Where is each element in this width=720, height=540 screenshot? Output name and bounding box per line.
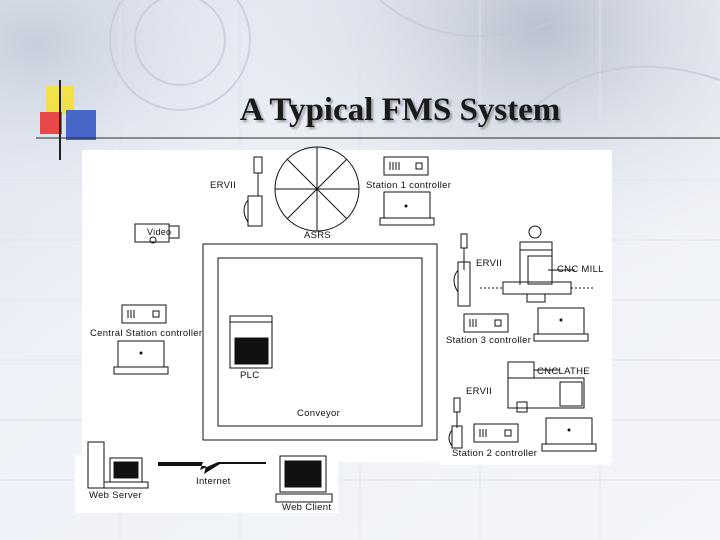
- label-internet: Internet: [196, 476, 231, 487]
- label-station2-controller: Station 2 controller: [452, 448, 538, 459]
- ervii-top-robot: [243, 156, 263, 227]
- label-ervii-top: ERVII: [210, 180, 237, 191]
- label-cnc-mill: CNC MILL: [557, 264, 604, 275]
- label-video: Video: [147, 227, 172, 237]
- label-web-client: Web Client: [282, 502, 332, 513]
- label-ervii-bottom: ERVII: [466, 386, 493, 397]
- asrs-carousel: [274, 146, 360, 232]
- plc-unit: [229, 315, 273, 369]
- ervii-right-robot: [453, 233, 471, 307]
- cnc-lathe: [507, 361, 585, 413]
- label-central-station-controller: Central Station controller: [90, 328, 203, 339]
- web-server: [87, 441, 149, 489]
- station3-controller: [463, 307, 589, 342]
- label-ervii-right: ERVII: [476, 258, 503, 269]
- station1-controller: [379, 156, 435, 226]
- label-web-server: Web Server: [89, 490, 142, 501]
- label-asrs: ASRS: [304, 230, 332, 241]
- cnc-mill: [480, 225, 595, 303]
- page-title: A Typical FMS System: [239, 92, 561, 128]
- label-conveyor: Conveyor: [297, 408, 341, 419]
- label-plc: PLC: [240, 370, 260, 381]
- conveyor-loop: [202, 243, 438, 441]
- label-station1-controller: Station 1 controller: [366, 180, 452, 191]
- internet-link-icon: [158, 462, 266, 474]
- decorative-squares: [36, 80, 720, 160]
- label-cnc-lathe: CNCLATHE: [537, 366, 590, 377]
- video-camera-icon: [134, 223, 180, 244]
- central-station-controller: [113, 304, 169, 375]
- label-station3-controller: Station 3 controller: [446, 335, 532, 346]
- station2-controller: [473, 417, 597, 452]
- web-client: [275, 455, 333, 503]
- ervii-bottom-robot: [448, 397, 463, 449]
